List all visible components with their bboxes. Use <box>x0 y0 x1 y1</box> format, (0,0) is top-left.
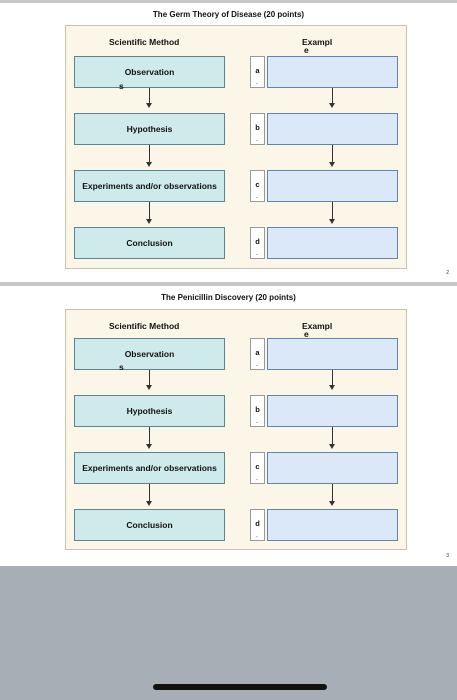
method-step-conclusion: Conclusion <box>74 509 225 541</box>
example-answer-field-d[interactable] <box>267 509 398 541</box>
example-header: Exampl <box>302 37 333 47</box>
down-arrow-icon <box>146 145 153 167</box>
example-letter: a <box>255 66 260 75</box>
document-page-2: The Penicillin Discovery (20 points) Sci… <box>0 286 457 566</box>
example-answer-field-d[interactable] <box>267 227 398 259</box>
page-number: 3 <box>446 553 449 559</box>
example-letter-dot: . <box>256 532 258 539</box>
method-step-overflow: s <box>119 362 124 372</box>
down-arrow-icon <box>146 484 153 506</box>
example-letter-box-a: a . <box>250 338 265 370</box>
method-step-label: Experiments and/or observations <box>82 463 217 473</box>
example-letter-dot: . <box>256 418 258 425</box>
method-step-experiments: Experiments and/or observations <box>74 170 225 202</box>
example-letter-dot: . <box>256 475 258 482</box>
example-letter: a <box>255 348 260 357</box>
example-letter-dot: . <box>256 193 258 200</box>
example-header: Exampl <box>302 321 333 331</box>
example-letter: d <box>255 237 260 246</box>
example-letter-dot: . <box>256 136 258 143</box>
down-arrow-icon <box>329 484 336 506</box>
down-arrow-icon <box>329 202 336 224</box>
method-step-label: Hypothesis <box>126 124 173 134</box>
method-step-hypothesis: Hypothesis <box>74 113 225 145</box>
worksheet-panel: Scientific Method Exampl e Observation s… <box>65 25 407 269</box>
method-step-label: Conclusion <box>126 238 173 248</box>
down-arrow-icon <box>329 370 336 390</box>
down-arrow-icon <box>146 370 153 390</box>
down-arrow-icon <box>146 202 153 224</box>
example-letter-dot: . <box>256 361 258 368</box>
example-letter: b <box>255 123 260 132</box>
example-letter-box-b: b . <box>250 113 265 145</box>
example-letter-box-c: c . <box>250 452 265 484</box>
example-letter: c <box>255 462 260 471</box>
example-letter-box-c: c . <box>250 170 265 202</box>
method-step-overflow: s <box>119 81 124 91</box>
scientific-method-header: Scientific Method <box>109 37 180 47</box>
method-step-label: Observation <box>124 349 175 359</box>
example-letter-box-d: d . <box>250 227 265 259</box>
page-title: The Germ Theory of Disease (20 points) <box>152 10 305 19</box>
example-letter-dot: . <box>256 79 258 86</box>
page-top-rule <box>0 0 457 3</box>
method-step-label: Hypothesis <box>126 406 173 416</box>
method-step-conclusion: Conclusion <box>74 227 225 259</box>
example-answer-field-b[interactable] <box>267 395 398 427</box>
example-header-overflow: e <box>304 45 309 55</box>
method-step-label: Conclusion <box>126 520 173 530</box>
example-answer-field-a[interactable] <box>267 338 398 370</box>
example-answer-field-c[interactable] <box>267 170 398 202</box>
example-letter: c <box>255 180 260 189</box>
down-arrow-icon <box>329 145 336 167</box>
example-answer-field-c[interactable] <box>267 452 398 484</box>
scientific-method-header: Scientific Method <box>109 321 180 331</box>
method-step-observation: Observation <box>74 56 225 88</box>
down-arrow-icon <box>146 88 153 108</box>
down-arrow-icon <box>329 88 336 108</box>
example-letter: b <box>255 405 260 414</box>
document-page-1: The Germ Theory of Disease (20 points) S… <box>0 0 457 276</box>
worksheet-panel: Scientific Method Exampl e Observation s… <box>65 309 407 550</box>
example-letter-dot: . <box>256 250 258 257</box>
page-title: The Penicillin Discovery (20 points) <box>161 293 296 302</box>
page-separator <box>0 282 457 286</box>
example-header-overflow: e <box>304 329 309 339</box>
down-arrow-icon <box>329 427 336 449</box>
example-letter-box-b: b . <box>250 395 265 427</box>
method-step-label: Experiments and/or observations <box>82 181 217 191</box>
viewer-background <box>0 566 457 700</box>
page-number: 2 <box>446 270 449 276</box>
method-step-hypothesis: Hypothesis <box>74 395 225 427</box>
example-letter-box-d: d . <box>250 509 265 541</box>
down-arrow-icon <box>146 427 153 449</box>
example-answer-field-a[interactable] <box>267 56 398 88</box>
home-indicator-bar[interactable] <box>153 684 327 690</box>
method-step-label: Observation <box>124 67 175 77</box>
example-letter: d <box>255 519 260 528</box>
method-step-experiments: Experiments and/or observations <box>74 452 225 484</box>
example-answer-field-b[interactable] <box>267 113 398 145</box>
example-letter-box-a: a . <box>250 56 265 88</box>
method-step-observation: Observation <box>74 338 225 370</box>
